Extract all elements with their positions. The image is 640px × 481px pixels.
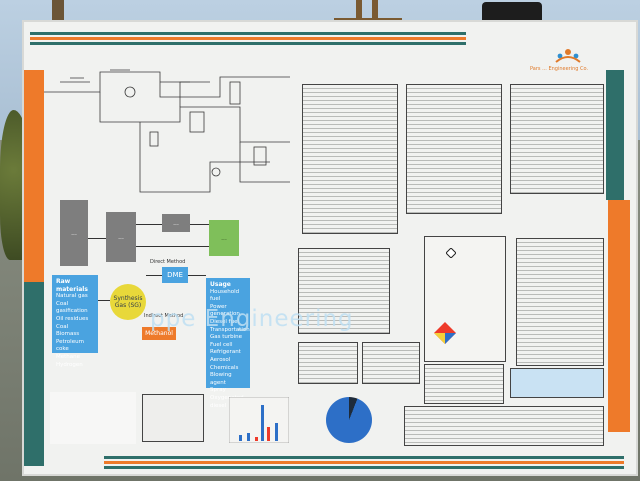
- indirect-method-label: Indirect Method: [144, 313, 184, 319]
- synthesis-gas-circle: Synthesis Gas (SG): [110, 284, 146, 320]
- bar: [239, 435, 242, 441]
- composition-table: [298, 342, 358, 384]
- usage-box: Usage Household fuel Power generation Di…: [206, 278, 250, 409]
- arrow-dme-usage: [188, 275, 206, 276]
- usage-title: Usage: [210, 281, 231, 288]
- raw-material-item: Oil residues: [56, 315, 89, 322]
- raw-material-item: Biomass: [56, 331, 80, 338]
- small-diagram: [142, 394, 204, 442]
- raw-material-item: Natural gas: [56, 293, 88, 300]
- easel-right-leg: [372, 0, 378, 28]
- company-logo: [555, 49, 581, 63]
- usage-item: Blowing agent: [210, 372, 232, 386]
- raw-materials-title: Raw materials: [56, 278, 88, 293]
- usage-item: Chemicals: [210, 364, 239, 371]
- flame-icon: [446, 248, 456, 258]
- post-left: [52, 0, 64, 24]
- left-teal-bar: [24, 282, 44, 466]
- usage-item: Household fuel: [210, 288, 240, 303]
- raw-material-item: Coal gasification: [56, 300, 88, 315]
- bar: [255, 437, 258, 441]
- safety-table: [298, 248, 390, 334]
- properties-table-2: [406, 84, 502, 214]
- price-table: [510, 368, 604, 398]
- arrow-4: [136, 246, 209, 247]
- right-orange-bar: [608, 200, 630, 432]
- arrow-1: [88, 238, 106, 239]
- white-patch: [50, 392, 136, 444]
- pie-chart: [326, 397, 372, 443]
- raw-material-item: Methane: [56, 353, 81, 360]
- direct-method-label: Direct Method: [150, 259, 186, 265]
- raw-material-item: Coal: [56, 323, 69, 330]
- usage-item: Transportation: [210, 326, 250, 333]
- bar-chart: [229, 397, 289, 443]
- properties-table-3: [510, 84, 604, 194]
- arrow-feed: [98, 300, 110, 301]
- reactor-gray-box: ...: [162, 214, 190, 232]
- arrow-direct: [146, 275, 162, 276]
- market-table: [424, 364, 504, 404]
- usage-item: Diesel fuel: [210, 318, 240, 325]
- bar: [247, 433, 250, 441]
- footer-stripe-teal: [104, 456, 624, 459]
- left-orange-bar: [24, 70, 44, 282]
- easel-crossbar: [334, 18, 402, 24]
- hazard-diamond-icon: [434, 322, 456, 344]
- usage-item: Oxygenated diesel: [210, 394, 244, 409]
- bottom-table: [404, 406, 604, 446]
- product-green-box: ...: [209, 220, 239, 256]
- footer-stripe-teal-2: [104, 466, 624, 469]
- right-teal-bar: [606, 70, 624, 200]
- usage-item: Fuel cell: [210, 341, 233, 348]
- header-stripe-orange: [30, 37, 466, 40]
- arrow-3: [190, 224, 210, 225]
- logo-text: Pars ... Engineering Co.: [530, 66, 589, 72]
- arrow-2: [136, 224, 162, 225]
- hazard-panel: [424, 236, 506, 362]
- usage-item: Aerosol: [210, 356, 231, 363]
- usage-item: Gas turbine: [210, 334, 243, 341]
- bar: [275, 423, 278, 441]
- raw-materials-box: Raw materials Natural gas Coal gasificat…: [52, 275, 98, 368]
- easel-left-leg: [356, 0, 362, 28]
- usage-item: Refrigerant: [210, 349, 241, 356]
- usage-item: Power generation: [210, 303, 240, 318]
- usage-item: Spray: [210, 387, 226, 394]
- feed-gray-box: ...: [60, 200, 88, 266]
- header-stripe-teal-2: [30, 42, 466, 45]
- raw-material-item: Hydrogen: [56, 361, 83, 368]
- raw-material-item: Petroleum coke: [56, 338, 84, 353]
- watermark: ppe Engineering: [150, 306, 354, 332]
- bar: [261, 405, 264, 441]
- header-stripe-teal: [30, 32, 466, 35]
- process-gray-box: ...: [106, 212, 136, 262]
- bar: [267, 427, 270, 441]
- process-flow-diagram: [44, 69, 290, 193]
- dme-box: DME: [162, 267, 188, 283]
- methanol-box: Methanol: [142, 327, 176, 340]
- footer-stripe-orange: [104, 461, 624, 464]
- specs-table: [516, 238, 604, 366]
- composition-table-2: [362, 342, 420, 384]
- properties-table-1: [302, 84, 398, 234]
